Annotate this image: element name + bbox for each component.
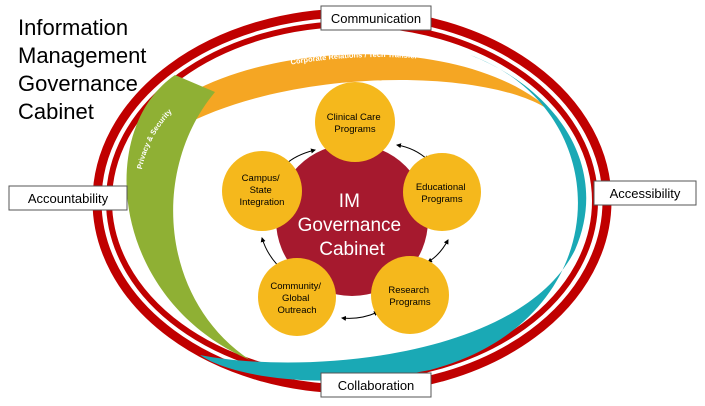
- node-research: Research Programs: [371, 256, 449, 334]
- teal-band-label: Shared IT Services: [554, 206, 578, 272]
- node-campus: Campus/ State Integration: [222, 151, 302, 231]
- diagram-title: Information Management Governance Cabine…: [18, 14, 178, 126]
- svg-text:Collaboration: Collaboration: [338, 378, 415, 393]
- svg-text:Accountability: Accountability: [28, 191, 109, 206]
- svg-text:Communication: Communication: [331, 11, 421, 26]
- svg-text:Research Programs: Research Programs: [388, 285, 431, 308]
- svg-text:Educational Programs: Educational Programs: [416, 182, 468, 205]
- collaboration-box: Collaboration: [320, 372, 432, 398]
- center-label: IM Governance Cabinet: [298, 191, 407, 260]
- title-line: Cabinet: [18, 99, 94, 124]
- svg-text:Campus/ State Inte: Campus/ State Integration: [240, 173, 285, 208]
- accountability-box: Accountability: [8, 185, 128, 211]
- node-clinical-care: Clinical Care Programs: [315, 82, 395, 162]
- svg-text:Clinical Care Programs: Clinical Care Programs: [327, 112, 384, 135]
- arrow-research-community: [341, 311, 379, 321]
- svg-text:Community/ Global: Community/ Global Outreach: [270, 281, 323, 316]
- accessibility-box: Accessibility: [593, 180, 697, 206]
- communication-box: Communication: [320, 5, 432, 31]
- title-line: Management: [18, 43, 147, 68]
- node-educational: Educational Programs: [403, 153, 481, 231]
- svg-text:Accessibility: Accessibility: [610, 186, 681, 201]
- center-circle: [276, 144, 428, 296]
- orange-band: [135, 54, 560, 140]
- title-line: Information: [18, 15, 129, 40]
- arrow-educational-research: [427, 239, 449, 263]
- green-band: [126, 75, 250, 360]
- title-line: Governance: [18, 71, 138, 96]
- node-community: Community/ Global Outreach: [258, 258, 336, 336]
